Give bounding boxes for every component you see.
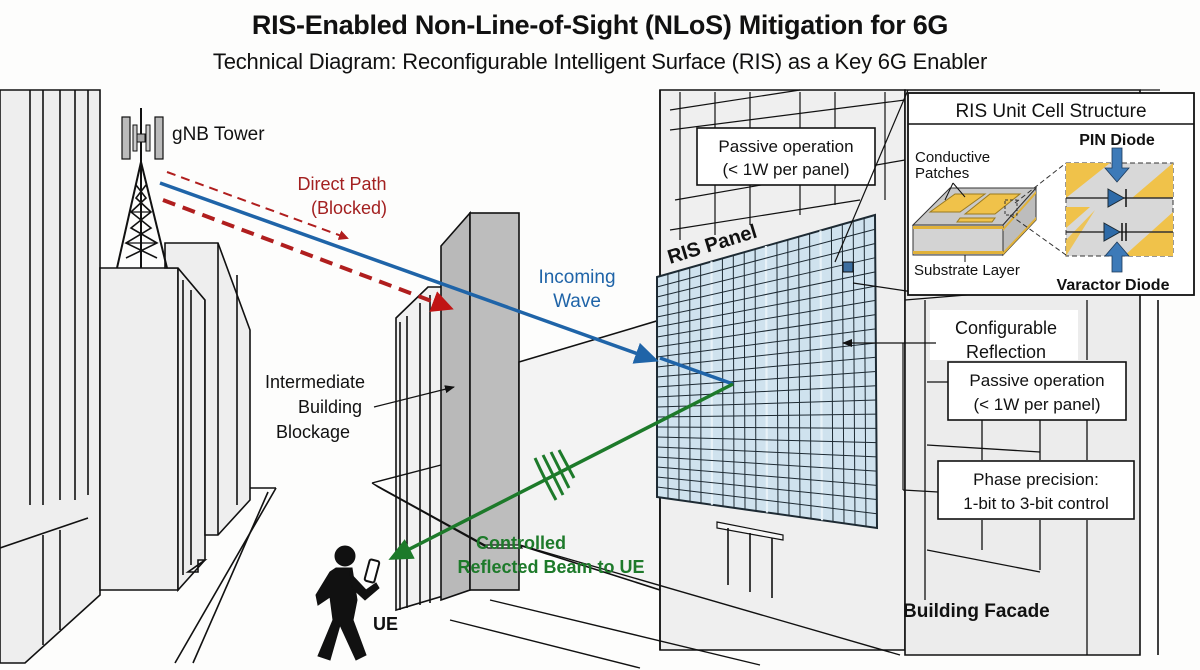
svg-text:Phase precision:: Phase precision: [973,470,1099,489]
incoming-wave-label-line1: Incoming [538,267,615,288]
pin-diode-label: PIN Diode [1079,132,1155,149]
svg-text:Configurable: Configurable [955,318,1057,338]
ris-grid-row-line [656,385,877,398]
ris-grid-row-line [656,328,876,358]
intermediate-building [371,210,524,612]
blockage-label-line1: Intermediate [265,372,365,392]
unit-cell-inset: RIS Unit Cell Structure Conductive Patch… [907,92,1195,296]
ris-grid-row-line [656,476,877,501]
svg-text:(< 1W per panel): (< 1W per panel) [973,395,1100,414]
ris-grid-row-line [656,486,877,515]
callout-passive-top: Passive operation (< 1W per panel) [696,127,876,186]
varactor-diode-label: Varactor Diode [1057,277,1170,294]
callout-passive-right: Passive operation (< 1W per panel) [947,361,1127,421]
diagram-title: RIS-Enabled Non-Line-of-Sight (NLoS) Mit… [251,10,949,40]
ris-grid-row-line [656,466,877,486]
direct-path-thin-arrow [166,171,349,240]
unit-cell-pointer-line [834,89,909,263]
svg-text:(< 1W per panel): (< 1W per panel) [722,160,849,179]
varactor-diode-arrow-icon [1104,241,1130,273]
callout-phase-precision: Phase precision: 1-bit to 3-bit control [937,460,1135,520]
svg-text:Passive operation: Passive operation [718,137,853,156]
blockage-pointer [373,385,455,408]
diode-detail-icon [1065,162,1174,257]
gnb-tower-icon [116,108,168,269]
gnb-tower-label: gNB Tower [172,124,265,145]
blockage-label-line3: Blockage [276,422,350,442]
ris-grid-row-line [656,342,876,368]
svg-text:1-bit to 3-bit control: 1-bit to 3-bit control [963,494,1109,513]
ris-grid-row-line [656,257,876,308]
beam-wavefront-icon [533,449,576,501]
substrate-layer-label: Substrate Layer [914,262,1020,279]
reflected-beam-arrow [388,382,734,560]
ris-grid-row-line [656,271,876,318]
left-buildings [0,89,277,664]
pin-diode-arrow-icon [1104,147,1130,183]
ris-grid-row-line [656,356,876,378]
phone-icon [363,558,381,584]
svg-text:Passive operation: Passive operation [969,371,1104,390]
direct-path-thick-arrow [162,198,454,312]
direct-path-blocked [162,171,454,312]
ris-grid-row-line [656,426,877,429]
callout-configurable-reflection: Configurable Reflection [930,310,1078,362]
unit-cell-title: RIS Unit Cell Structure [955,101,1146,122]
direct-path-label-line2: (Blocked) [311,198,387,218]
ris-grid-row-line [656,285,876,328]
ue-person-icon [315,545,381,661]
incoming-wave-arrow [159,181,659,364]
svg-text:Reflection: Reflection [966,342,1046,362]
ris-grid-row-line [656,456,877,472]
reflected-beam-label-line1: Controlled [476,533,566,553]
direct-path-label-line1: Direct Path [297,174,386,194]
ris-grid-row-line [656,413,877,418]
ris-grid-row-line [656,228,876,288]
ris-grid-row-line [656,314,876,348]
diagram-subtitle: Technical Diagram: Reconfigurable Intell… [212,49,988,74]
incoming-wave-label-line2: Wave [553,291,601,312]
ris-grid-row-line [656,371,877,388]
ue-label: UE [373,614,398,634]
ris-grid-row-line [656,436,877,444]
blockage-label-line2: Building [298,397,362,417]
building-facade-label: Building Facade [903,601,1050,622]
ris-grid-row-line [656,446,877,458]
incoming-wave-on-panel [659,356,734,386]
reflected-beam-label-line2: Reflected Beam to UE [457,557,644,577]
conductive-patches-label-line1: Conductive [915,149,990,166]
ris-grid-row-line [656,299,876,338]
conductive-patches-label-line2: Patches [915,165,969,182]
